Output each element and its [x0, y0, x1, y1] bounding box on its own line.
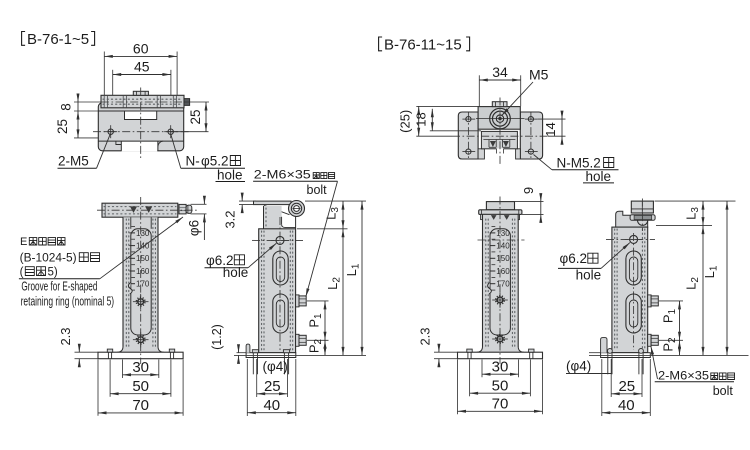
svg-text:130: 130 [496, 229, 510, 238]
svg-text:2-M5: 2-M5 [58, 154, 89, 169]
svg-text:(B-1024-5): (B-1024-5) [20, 253, 77, 265]
svg-text:45: 45 [134, 59, 150, 75]
svg-text:25: 25 [55, 119, 70, 134]
svg-text:2-M6×35: 2-M6×35 [658, 369, 709, 383]
svg-text:hole: hole [217, 168, 243, 183]
svg-text:40: 40 [618, 397, 635, 414]
svg-text:B-76-1~5: B-76-1~5 [27, 31, 89, 48]
svg-text:(: ( [20, 267, 24, 279]
svg-text:160: 160 [496, 267, 510, 276]
svg-text:(1.2): (1.2) [210, 324, 224, 350]
svg-text:hole: hole [586, 169, 612, 184]
svg-text:φ5.2: φ5.2 [201, 154, 229, 169]
svg-text:5): 5) [48, 267, 58, 279]
svg-text:2-M6×35: 2-M6×35 [254, 168, 311, 182]
svg-text:φ6.2: φ6.2 [560, 251, 588, 266]
svg-text:30: 30 [492, 358, 509, 375]
svg-text:8: 8 [59, 103, 74, 111]
svg-text:N-M5.2: N-M5.2 [557, 156, 601, 171]
svg-text:50: 50 [132, 378, 149, 395]
svg-text:3.2: 3.2 [223, 210, 238, 228]
svg-text:Groove for E-shaped: Groove for E-shaped [21, 280, 97, 294]
svg-text:retaining ring (nominal 5): retaining ring (nominal 5) [21, 295, 115, 309]
svg-text:(φ4): (φ4) [263, 359, 288, 374]
svg-text:25: 25 [618, 378, 635, 395]
svg-text:70: 70 [492, 396, 509, 413]
svg-text:(φ4): (φ4) [566, 359, 591, 374]
svg-text:150: 150 [136, 254, 150, 263]
svg-text:bolt: bolt [307, 183, 328, 197]
svg-text:18: 18 [413, 112, 428, 126]
svg-text:(25): (25) [398, 110, 413, 133]
svg-text:34: 34 [492, 64, 508, 80]
svg-text:50: 50 [492, 377, 509, 394]
svg-text:160: 160 [136, 267, 150, 276]
svg-text:2.3: 2.3 [58, 327, 73, 345]
svg-text:170: 170 [136, 280, 150, 289]
svg-text:M5: M5 [529, 67, 549, 83]
svg-text:14: 14 [543, 122, 558, 136]
svg-text:9: 9 [521, 187, 536, 194]
svg-text:E: E [20, 236, 27, 248]
svg-text:150: 150 [496, 254, 510, 263]
svg-text:140: 140 [136, 242, 150, 251]
svg-text:φ6.2: φ6.2 [206, 253, 234, 268]
svg-text:170: 170 [496, 280, 510, 289]
svg-text:bolt: bolt [713, 384, 734, 398]
svg-text:hole: hole [576, 267, 602, 282]
svg-text:140: 140 [496, 242, 510, 251]
svg-text:130: 130 [136, 229, 150, 238]
svg-text:40: 40 [263, 397, 280, 414]
svg-text:25: 25 [264, 378, 281, 395]
svg-text:B-76-11~15: B-76-11~15 [384, 37, 462, 54]
svg-text:30: 30 [132, 359, 149, 376]
svg-text:2.3: 2.3 [418, 327, 433, 345]
svg-text:hole: hole [223, 265, 249, 280]
svg-text:φ6: φ6 [186, 220, 201, 236]
svg-text:60: 60 [133, 41, 149, 57]
svg-text:N-: N- [186, 154, 200, 169]
svg-text:70: 70 [132, 397, 149, 414]
svg-text:25: 25 [188, 109, 203, 124]
